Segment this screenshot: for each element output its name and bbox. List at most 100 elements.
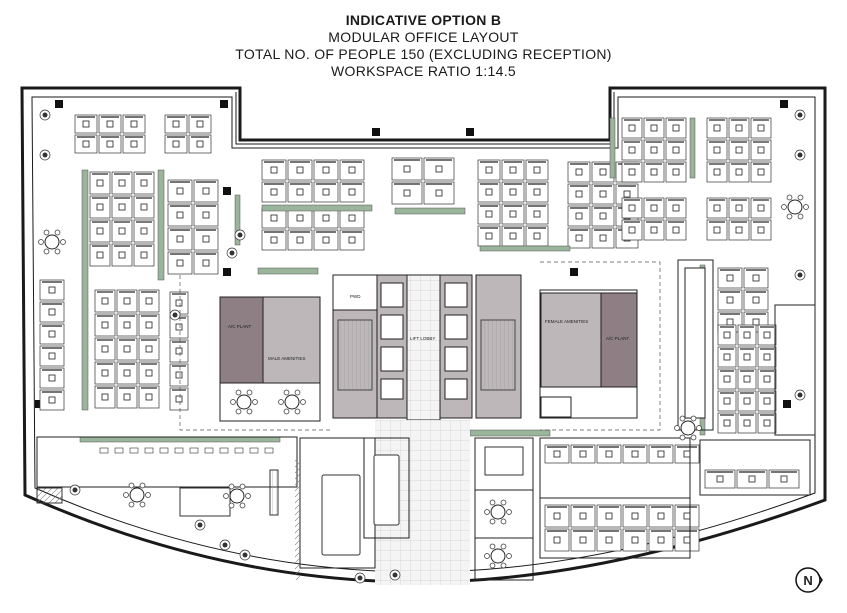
chair xyxy=(575,190,583,198)
chair xyxy=(509,188,517,196)
stool xyxy=(230,399,236,405)
stool xyxy=(679,434,686,441)
stool xyxy=(54,248,61,255)
chair xyxy=(579,536,587,544)
chair xyxy=(579,512,587,520)
chair xyxy=(175,347,183,355)
chair xyxy=(106,120,114,128)
label-ac-plant-west: A/C PLANT xyxy=(228,324,252,329)
chair xyxy=(48,396,56,404)
chair xyxy=(202,235,210,243)
chair xyxy=(628,146,636,154)
chair xyxy=(175,371,183,379)
round-table xyxy=(674,415,702,441)
chair xyxy=(118,251,126,259)
stool xyxy=(235,408,242,415)
chair xyxy=(533,232,541,240)
workstation-cluster xyxy=(717,267,769,333)
chair xyxy=(650,124,658,132)
plant-foliage xyxy=(197,522,203,528)
chair xyxy=(650,204,658,212)
plant-foliage xyxy=(797,112,803,118)
chair xyxy=(743,331,751,339)
chair xyxy=(270,188,278,196)
chair xyxy=(623,190,631,198)
stool xyxy=(128,482,135,489)
chair xyxy=(533,210,541,218)
plant-foliage xyxy=(357,575,363,581)
chair xyxy=(726,318,734,326)
round-table xyxy=(781,194,809,220)
chair xyxy=(763,419,771,427)
chair xyxy=(435,189,443,197)
stool xyxy=(235,389,242,396)
stool xyxy=(489,518,496,525)
title-layout: MODULAR OFFICE LAYOUT xyxy=(328,29,519,45)
round-table xyxy=(230,389,258,415)
chair xyxy=(270,236,278,244)
chair xyxy=(118,203,126,211)
workstation-cluster xyxy=(391,157,455,205)
chair xyxy=(533,188,541,196)
plant-foliage xyxy=(72,487,78,493)
chair xyxy=(650,168,658,176)
workstation-cluster xyxy=(261,207,365,251)
workstation-cluster xyxy=(167,179,219,275)
chair xyxy=(743,419,751,427)
workstation-cluster xyxy=(39,279,65,411)
workstation-cluster xyxy=(706,197,772,241)
chair xyxy=(628,226,636,234)
round-table xyxy=(223,483,251,509)
bench-seat xyxy=(114,447,124,454)
chair xyxy=(748,475,756,483)
chair xyxy=(140,251,148,259)
stool xyxy=(246,389,253,396)
chair xyxy=(175,395,183,403)
chair xyxy=(123,297,131,305)
chair xyxy=(763,397,771,405)
chair xyxy=(202,211,210,219)
chair xyxy=(145,369,153,377)
table-top xyxy=(229,488,245,504)
chair xyxy=(48,374,56,382)
chair xyxy=(296,214,304,222)
chair xyxy=(599,234,607,242)
chair xyxy=(723,419,731,427)
stool xyxy=(245,493,251,499)
round-table xyxy=(123,482,151,508)
chair xyxy=(96,203,104,211)
stool xyxy=(786,213,793,220)
stool xyxy=(228,483,235,490)
workstation-cluster xyxy=(74,114,146,154)
chair xyxy=(176,259,184,267)
chair xyxy=(175,323,183,331)
stool xyxy=(43,229,50,236)
chair xyxy=(713,146,721,154)
chair xyxy=(145,393,153,401)
bench-seat xyxy=(159,447,169,454)
stool xyxy=(252,399,258,405)
chair xyxy=(403,189,411,197)
chair xyxy=(106,140,114,148)
female-amenities xyxy=(540,292,602,388)
chair xyxy=(683,450,691,458)
chair xyxy=(123,393,131,401)
chair xyxy=(140,203,148,211)
table-top xyxy=(787,199,803,215)
lift-lobby xyxy=(406,274,441,421)
plant-foliage xyxy=(392,572,398,578)
stool xyxy=(294,389,301,396)
stool xyxy=(484,509,490,515)
stool xyxy=(38,239,44,245)
zone-boundaries xyxy=(179,261,661,431)
chair xyxy=(752,318,760,326)
chair xyxy=(723,353,731,361)
stool xyxy=(679,415,686,422)
chair xyxy=(322,188,330,196)
workstation-cluster xyxy=(477,159,549,247)
chair xyxy=(713,204,721,212)
chair xyxy=(579,450,587,458)
chair xyxy=(631,536,639,544)
bench-seat xyxy=(144,447,154,454)
stool xyxy=(803,204,809,210)
